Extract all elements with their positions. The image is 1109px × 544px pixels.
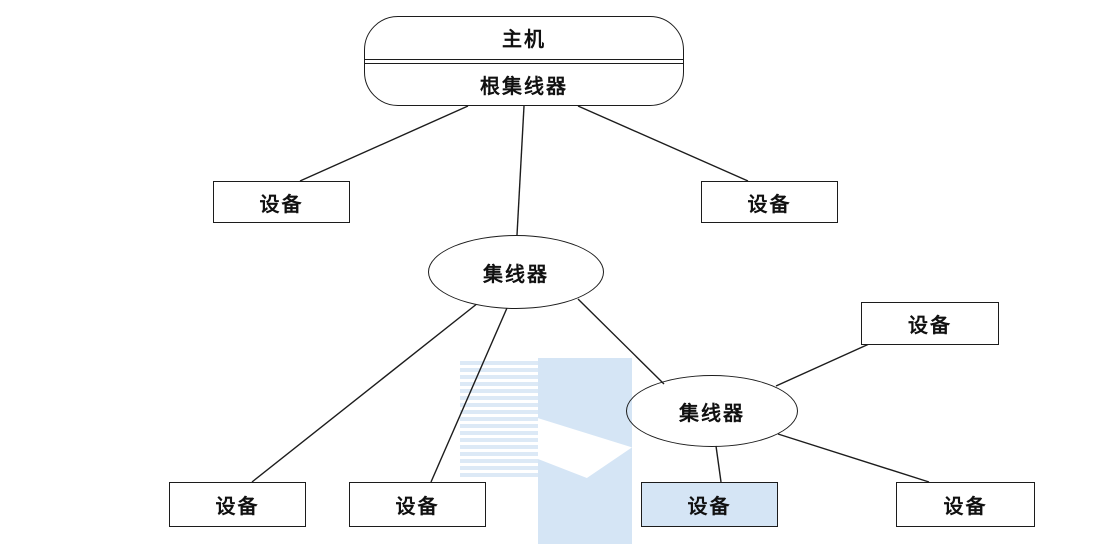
device-node: 设备	[701, 181, 838, 223]
connector-hub2-to-device5	[715, 445, 722, 483]
connector-root-to-device1	[577, 105, 749, 182]
device-label: 设备	[908, 315, 952, 337]
watermark-stripes	[460, 358, 538, 480]
hub-label: 集线器	[679, 402, 745, 425]
device-label: 设备	[259, 193, 304, 216]
device-node: 设备	[861, 302, 999, 345]
connector-hub2-to-device2	[775, 343, 870, 387]
connector-root-to-device0	[299, 105, 469, 182]
root-hub-label: 根集线器	[480, 75, 568, 98]
host-root-hub-node: 主机 根集线器	[364, 16, 684, 106]
device-node: 设备	[169, 482, 306, 527]
connector-hub1-to-device3	[251, 302, 479, 483]
host-label: 主机	[502, 29, 546, 52]
device-label: 设备	[943, 496, 988, 518]
hub-label: 集线器	[483, 263, 549, 286]
device-node: 设备	[213, 181, 350, 223]
hub-node-1: 集线器	[428, 235, 604, 309]
device-node: 设备	[641, 482, 778, 527]
device-node: 设备	[349, 482, 486, 527]
device-label: 设备	[395, 496, 440, 518]
device-label: 设备	[747, 193, 792, 216]
hub-node-2: 集线器	[626, 375, 798, 447]
host-node: 主机	[365, 17, 683, 59]
device-label: 设备	[687, 496, 732, 518]
root-hub-node: 根集线器	[365, 64, 683, 106]
connector-hub2-to-device6	[777, 433, 930, 483]
device-label: 设备	[215, 496, 260, 518]
device-node: 设备	[896, 482, 1035, 527]
connector-root-to-hub1	[516, 105, 525, 236]
host-hub-divider	[365, 58, 683, 64]
